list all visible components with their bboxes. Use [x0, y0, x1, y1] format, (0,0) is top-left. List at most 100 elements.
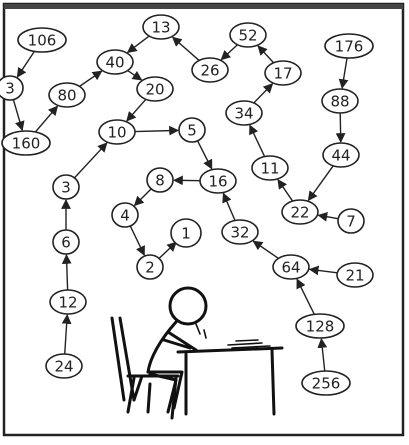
node-22: 22 — [281, 199, 319, 225]
node-80: 80 — [48, 82, 86, 108]
node-ellipse — [221, 219, 259, 245]
graph-edges — [12, 35, 349, 372]
edge-3-to-160 — [12, 99, 25, 132]
node-160: 160 — [1, 130, 51, 156]
node-10: 10 — [98, 119, 136, 145]
edge-4-to-2 — [129, 225, 145, 257]
node-ellipse — [225, 100, 263, 126]
edge-20-to-10 — [126, 98, 147, 122]
node-1: 1 — [170, 218, 202, 248]
node-ellipse — [96, 49, 134, 75]
node-ellipse — [142, 14, 180, 40]
node-ellipse — [48, 82, 86, 108]
edge-7-to-22 — [317, 211, 339, 222]
node-176: 176 — [324, 33, 374, 59]
node-256: 256 — [301, 370, 351, 396]
node-ellipse — [49, 289, 87, 315]
edge-21-to-64 — [308, 265, 338, 276]
node-ellipse — [229, 22, 267, 48]
node-label: 10 — [107, 124, 126, 142]
node-40: 40 — [96, 49, 134, 75]
node-ellipse — [136, 254, 164, 280]
edge-13-to-40 — [126, 35, 150, 53]
node-label: 4 — [120, 207, 130, 225]
edge-64-to-32 — [252, 240, 279, 259]
node-label: 20 — [145, 81, 164, 99]
node-7: 7 — [337, 208, 365, 234]
node-ellipse — [321, 88, 359, 114]
edge-80-to-40 — [79, 70, 103, 87]
node-label: 88 — [330, 93, 349, 111]
edge-128-to-64 — [296, 278, 315, 315]
edge-12-to-6 — [61, 254, 72, 291]
node-32: 32 — [221, 219, 259, 245]
node-label: 106 — [28, 32, 57, 50]
node-11: 11 — [251, 155, 289, 181]
edge-34-to-17 — [253, 83, 274, 104]
edge-160-to-80 — [34, 105, 59, 133]
node-ellipse — [264, 60, 302, 86]
top-edge-bar — [4, 4, 403, 9]
node-ellipse — [199, 168, 237, 194]
node-ellipse — [98, 119, 136, 145]
node-ellipse — [52, 229, 80, 255]
node-label: 21 — [345, 267, 364, 285]
node-ellipse — [251, 155, 289, 181]
node-label: 176 — [335, 38, 364, 56]
node-label: 11 — [260, 160, 279, 178]
node-64: 64 — [272, 254, 310, 280]
edge-44-to-22 — [307, 165, 334, 202]
edge-17-to-52 — [257, 45, 275, 64]
node-label: 22 — [290, 204, 309, 222]
edge-40-to-20 — [127, 69, 143, 81]
desk-drawing — [176, 339, 284, 416]
node-label: 13 — [151, 19, 170, 37]
node-ellipse — [52, 174, 80, 200]
edge-8-to-4 — [133, 188, 152, 207]
node-label: 40 — [105, 54, 124, 72]
stick-figure-illustration — [110, 286, 284, 420]
node-label: 5 — [187, 122, 197, 140]
node-4: 4 — [111, 202, 139, 228]
node-label: 3 — [61, 179, 71, 197]
edge-2-to-1 — [158, 241, 177, 259]
node-3: 3 — [52, 174, 80, 200]
node-ellipse — [272, 254, 310, 280]
node-label: 2 — [145, 259, 155, 277]
node-ellipse — [191, 57, 229, 83]
node-88: 88 — [321, 88, 359, 114]
node-label: 32 — [230, 224, 249, 242]
node-ellipse — [111, 202, 139, 228]
node-12: 12 — [49, 289, 87, 315]
node-ellipse — [0, 75, 24, 101]
node-label: 64 — [281, 259, 300, 277]
node-ellipse — [178, 117, 206, 143]
node-ellipse — [146, 167, 174, 193]
edge-26-to-13 — [171, 36, 200, 61]
node-ellipse — [337, 208, 365, 234]
node-label: 1 — [181, 225, 191, 243]
node-label: 7 — [346, 213, 356, 231]
node-128: 128 — [295, 313, 345, 339]
node-5: 5 — [178, 117, 206, 143]
node-44: 44 — [322, 142, 360, 168]
edge-256-to-128 — [317, 338, 328, 372]
edge-88-to-44 — [335, 112, 346, 143]
node-label: 256 — [312, 375, 341, 393]
edge-5-to-16 — [196, 140, 213, 170]
node-20: 20 — [136, 76, 174, 102]
node-34: 34 — [225, 100, 263, 126]
node-16: 16 — [199, 168, 237, 194]
edge-3-to-10 — [73, 142, 108, 179]
node-label: 16 — [208, 173, 227, 191]
node-label: 44 — [331, 147, 350, 165]
node-label: 12 — [58, 294, 77, 312]
node-21: 21 — [336, 262, 374, 288]
edge-176-to-88 — [338, 57, 349, 90]
person-drawing — [146, 286, 208, 414]
node-ellipse — [324, 33, 374, 59]
node-label: 26 — [200, 62, 219, 80]
node-ellipse — [336, 262, 374, 288]
